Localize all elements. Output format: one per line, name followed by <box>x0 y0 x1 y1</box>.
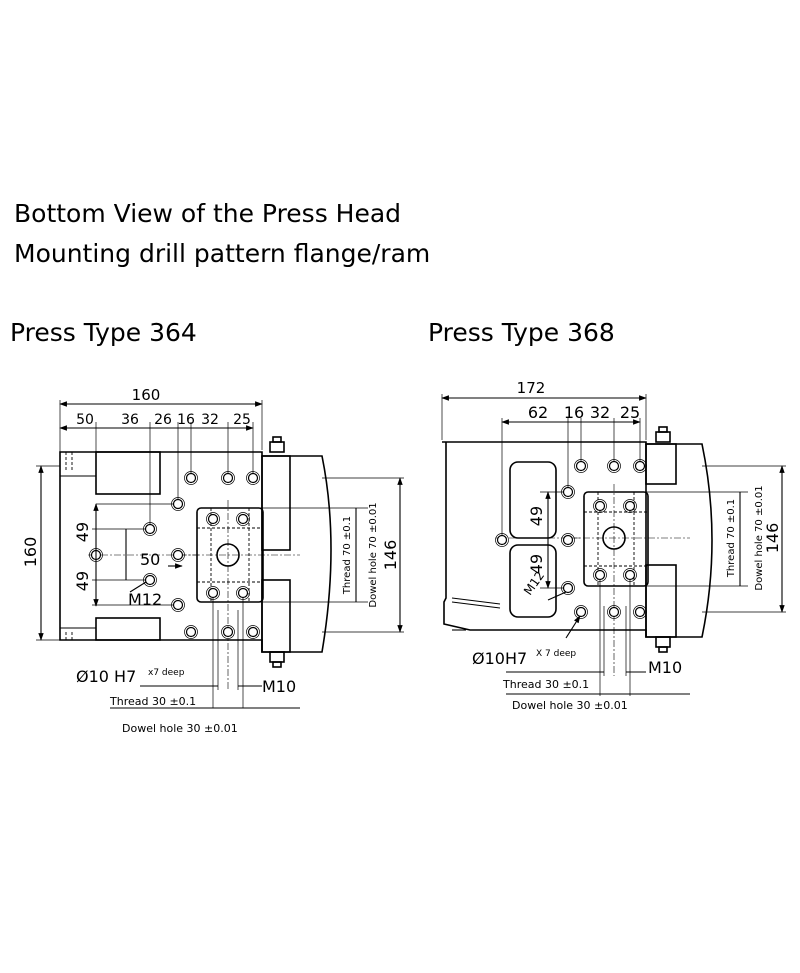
press-368-dim-49-upper: 49 <box>527 506 546 526</box>
press-364-centerlines <box>88 500 300 690</box>
press-368-inner-dimensions <box>540 491 581 639</box>
press-364-labels: 160 50 36 26 16 32 25 160 49 49 50 M12 Ø… <box>21 386 400 735</box>
press-368-dim-total-width: 172 <box>517 379 546 397</box>
press-368-holes <box>495 459 647 619</box>
press-364-dim-total-width: 160 <box>132 386 161 404</box>
press-368-label-thread-70: Thread 70 ±0.1 <box>726 499 737 578</box>
press-364-bottom-dimensions <box>110 598 300 709</box>
press-364-label-m10: M10 <box>262 677 296 696</box>
press-364-dim-16: 16 <box>177 412 195 428</box>
press-364-dim-49-upper: 49 <box>73 522 92 542</box>
press-364-label-dowel-dia: Ø10 H7 <box>76 667 136 686</box>
press-364-drawing: 160 50 36 26 16 32 25 160 49 49 50 M12 Ø… <box>21 386 404 735</box>
press-368-right-dimensions <box>634 465 786 613</box>
press-364-label-thread-70: Thread 70 ±0.1 <box>342 516 353 595</box>
press-368-label-dowel-dia: Ø10H7 <box>472 649 527 668</box>
press-368-label-dowel-30: Dowel hole 30 ±0.01 <box>512 699 628 712</box>
press-368-dim-49-lower: 49 <box>527 554 546 574</box>
press-364-left-dimensions <box>36 465 183 641</box>
page-subtitle: Mounting drill pattern flange/ram <box>14 239 431 268</box>
press-368-label-dowel-70: Dowel hole 70 ±0.01 <box>754 485 765 590</box>
press-368-bottom-dimensions <box>506 580 690 696</box>
press-364-dim-146: 146 <box>381 540 400 571</box>
press-368-label-m10: M10 <box>648 658 682 677</box>
press-364-dim-50-inner: 50 <box>140 550 160 569</box>
press-368-label-thread-30: Thread 30 ±0.1 <box>502 678 589 691</box>
press-364-label-thread-30: Thread 30 ±0.1 <box>109 695 196 708</box>
press-368-top-dimensions <box>441 394 647 536</box>
press-368-label-deep: X 7 deep <box>536 649 576 659</box>
press-368-dim-16: 16 <box>564 403 584 422</box>
press-368-dim-32: 32 <box>590 403 610 422</box>
press-364-dim-36: 36 <box>121 412 139 428</box>
press-364-body <box>59 436 332 668</box>
press-368-dim-25: 25 <box>620 403 640 422</box>
press-364-label-m12: M12 <box>128 590 162 609</box>
press-368-dim-146: 146 <box>763 523 782 554</box>
press-364-top-dimensions <box>59 400 263 525</box>
press-364-right-dimensions <box>249 477 404 633</box>
press-364-dim-49-lower: 49 <box>73 571 92 591</box>
page-title: Bottom View of the Press Head <box>14 199 402 228</box>
press-364-label-deep: x7 deep <box>148 668 185 678</box>
press-364-dim-32: 32 <box>201 412 219 428</box>
press-368-dim-62: 62 <box>528 403 548 422</box>
press-364-label-dowel-70: Dowel hole 70 ±0.01 <box>368 502 379 607</box>
press-364-dim-height: 160 <box>21 537 40 568</box>
press-364-dim-25: 25 <box>233 412 251 428</box>
press-368-drawing: 172 62 16 32 25 49 49 M12 Ø10H7 X 7 deep… <box>441 379 786 712</box>
press-368-title: Press Type 368 <box>428 318 615 347</box>
press-364-dim-26: 26 <box>154 412 172 428</box>
press-364-dim-50: 50 <box>76 412 94 428</box>
press-364-title: Press Type 364 <box>10 318 197 347</box>
press-364-label-dowel-30: Dowel hole 30 ±0.01 <box>122 722 238 735</box>
